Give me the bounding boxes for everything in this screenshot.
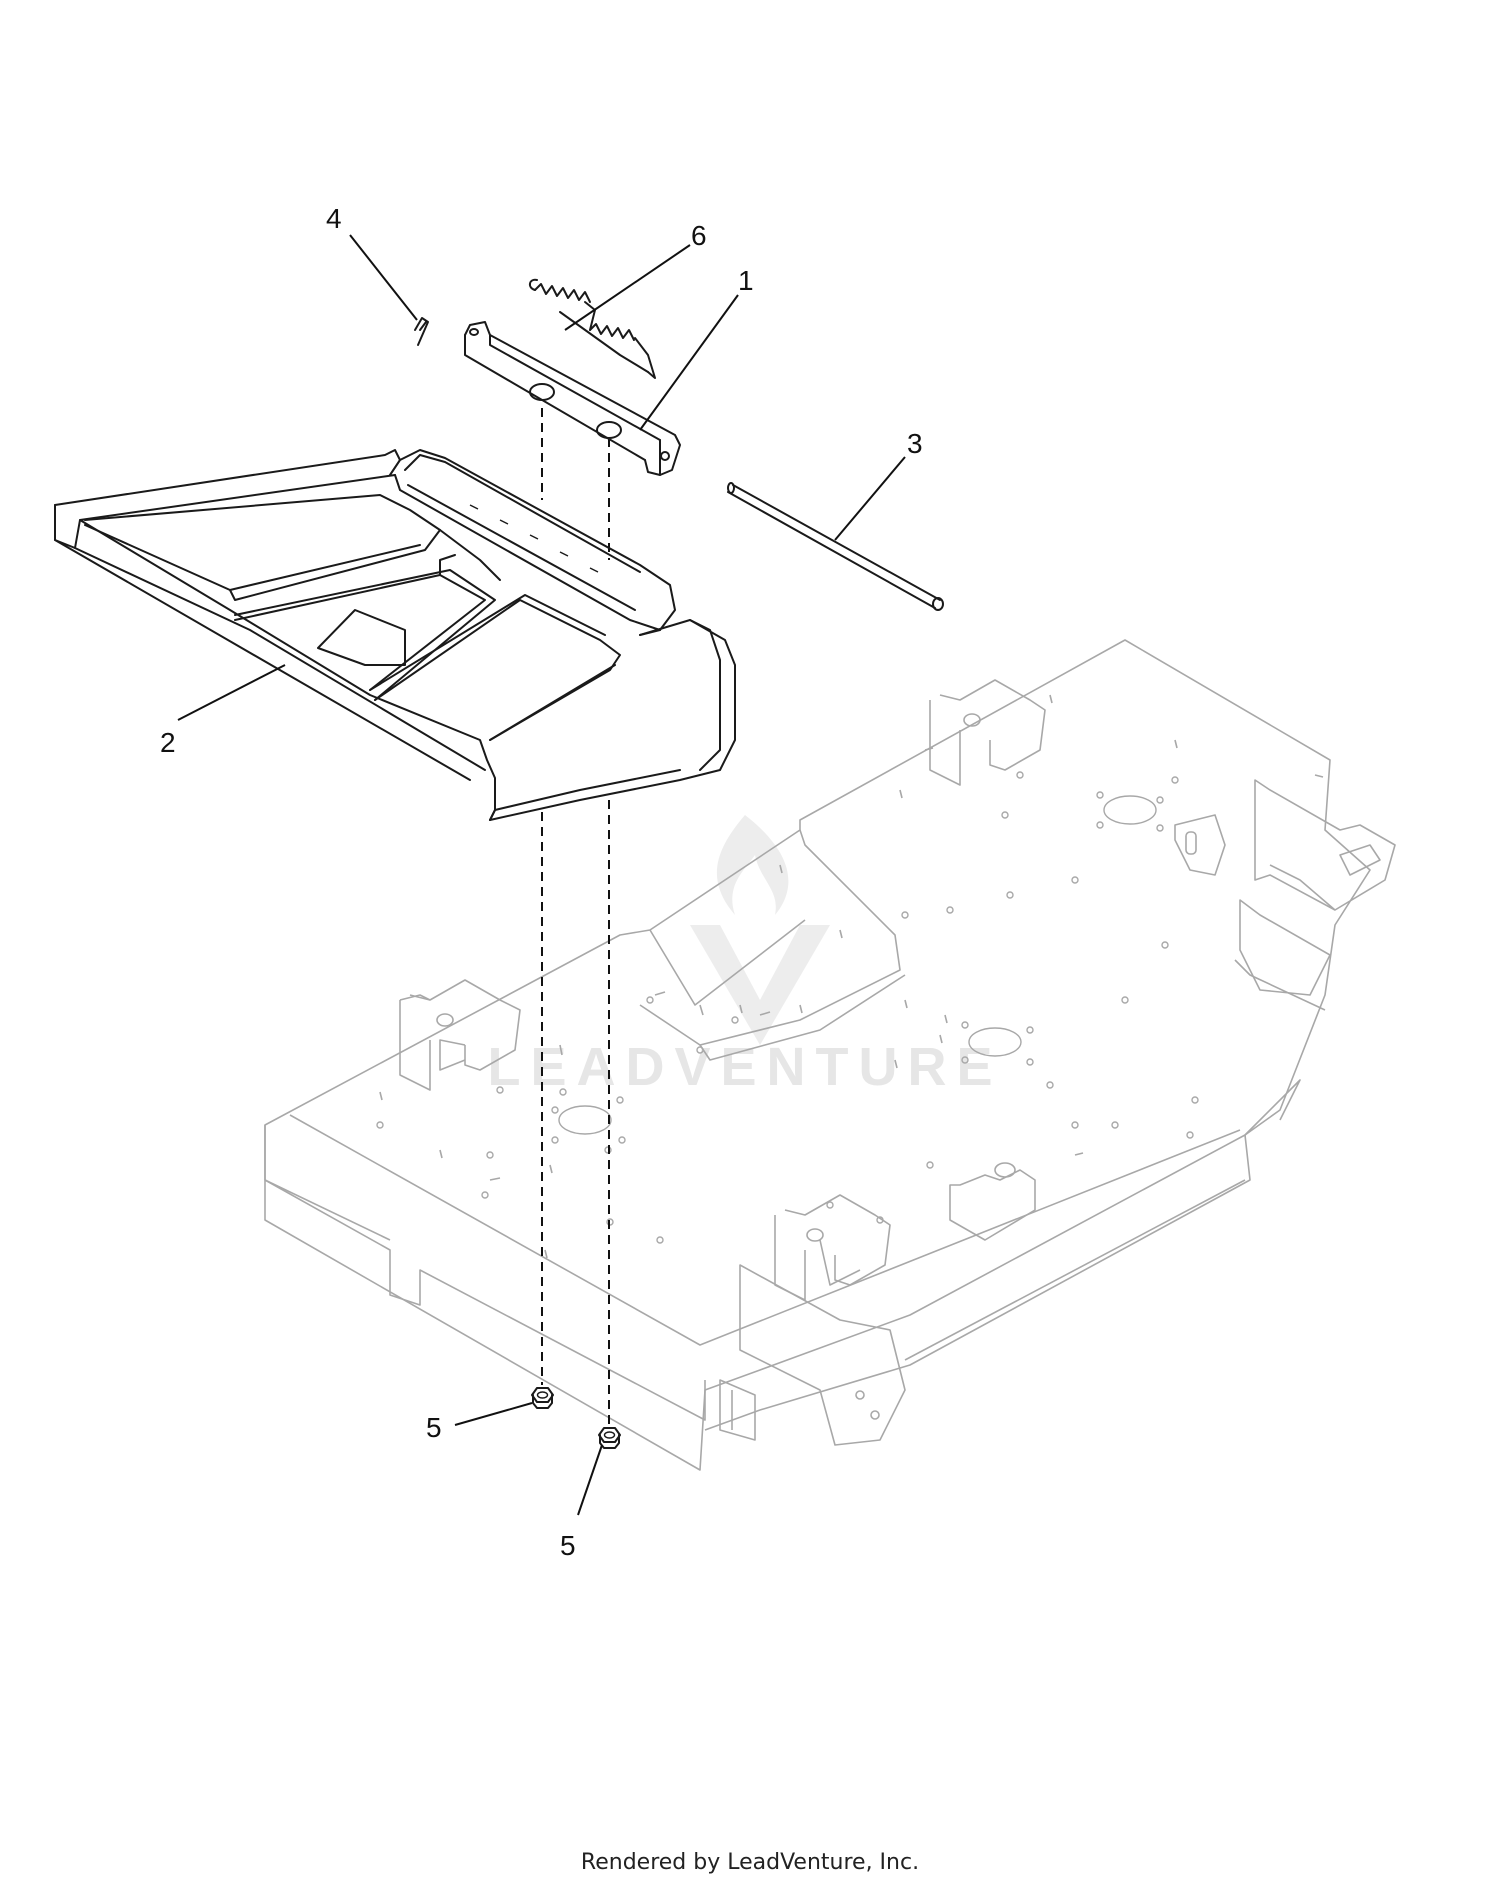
- part-6-spring: [529, 278, 656, 379]
- deck-slots: [379, 694, 1324, 1259]
- watermark-text: LEADVENTURE: [487, 1037, 1002, 1097]
- deck-bracket-front-2: [949, 1162, 1036, 1241]
- warning-decal-icon: [317, 609, 406, 666]
- deck-bracket-front: [774, 1194, 891, 1301]
- callout-4: 4: [326, 203, 342, 234]
- part-4-hairpin-cotter: [414, 317, 429, 346]
- bracket-hole-left: [529, 383, 555, 401]
- callouts: 1 2 3 4 5 5 6: [160, 203, 923, 1561]
- callout-5-right: 5: [560, 1530, 576, 1561]
- part-3-pin: [727, 482, 944, 611]
- deck-bolt-holes: [376, 771, 1199, 1244]
- part-2-discharge-chute: [54, 449, 736, 821]
- deck-front-axle-bracket: [739, 1179, 1246, 1446]
- deck-bracket-back: [929, 679, 1046, 786]
- watermark-flame-logo-icon: [690, 815, 830, 1045]
- part-5-nut-right: [598, 1427, 621, 1449]
- deck-hitch-right: [1234, 779, 1396, 1011]
- assembly-guide-lines: [541, 408, 610, 1425]
- bracket-hole-right: [596, 421, 622, 439]
- leader-lines: [177, 234, 906, 1516]
- deck-bracket-left: [399, 979, 521, 1091]
- callout-5-left: 5: [426, 1412, 442, 1443]
- watermark: LEADVENTURE: [487, 815, 1002, 1097]
- callout-2: 2: [160, 727, 176, 758]
- deck-right-slot-bracket: [1174, 814, 1226, 876]
- part-5-nut-left: [531, 1387, 554, 1409]
- mower-deck: [264, 639, 1396, 1471]
- footer-credit: Rendered by LeadVenture, Inc.: [580, 1850, 920, 1875]
- callout-6: 6: [691, 220, 707, 251]
- callout-1: 1: [738, 265, 754, 296]
- part-1-bracket: [464, 321, 681, 476]
- callout-3: 3: [907, 428, 923, 459]
